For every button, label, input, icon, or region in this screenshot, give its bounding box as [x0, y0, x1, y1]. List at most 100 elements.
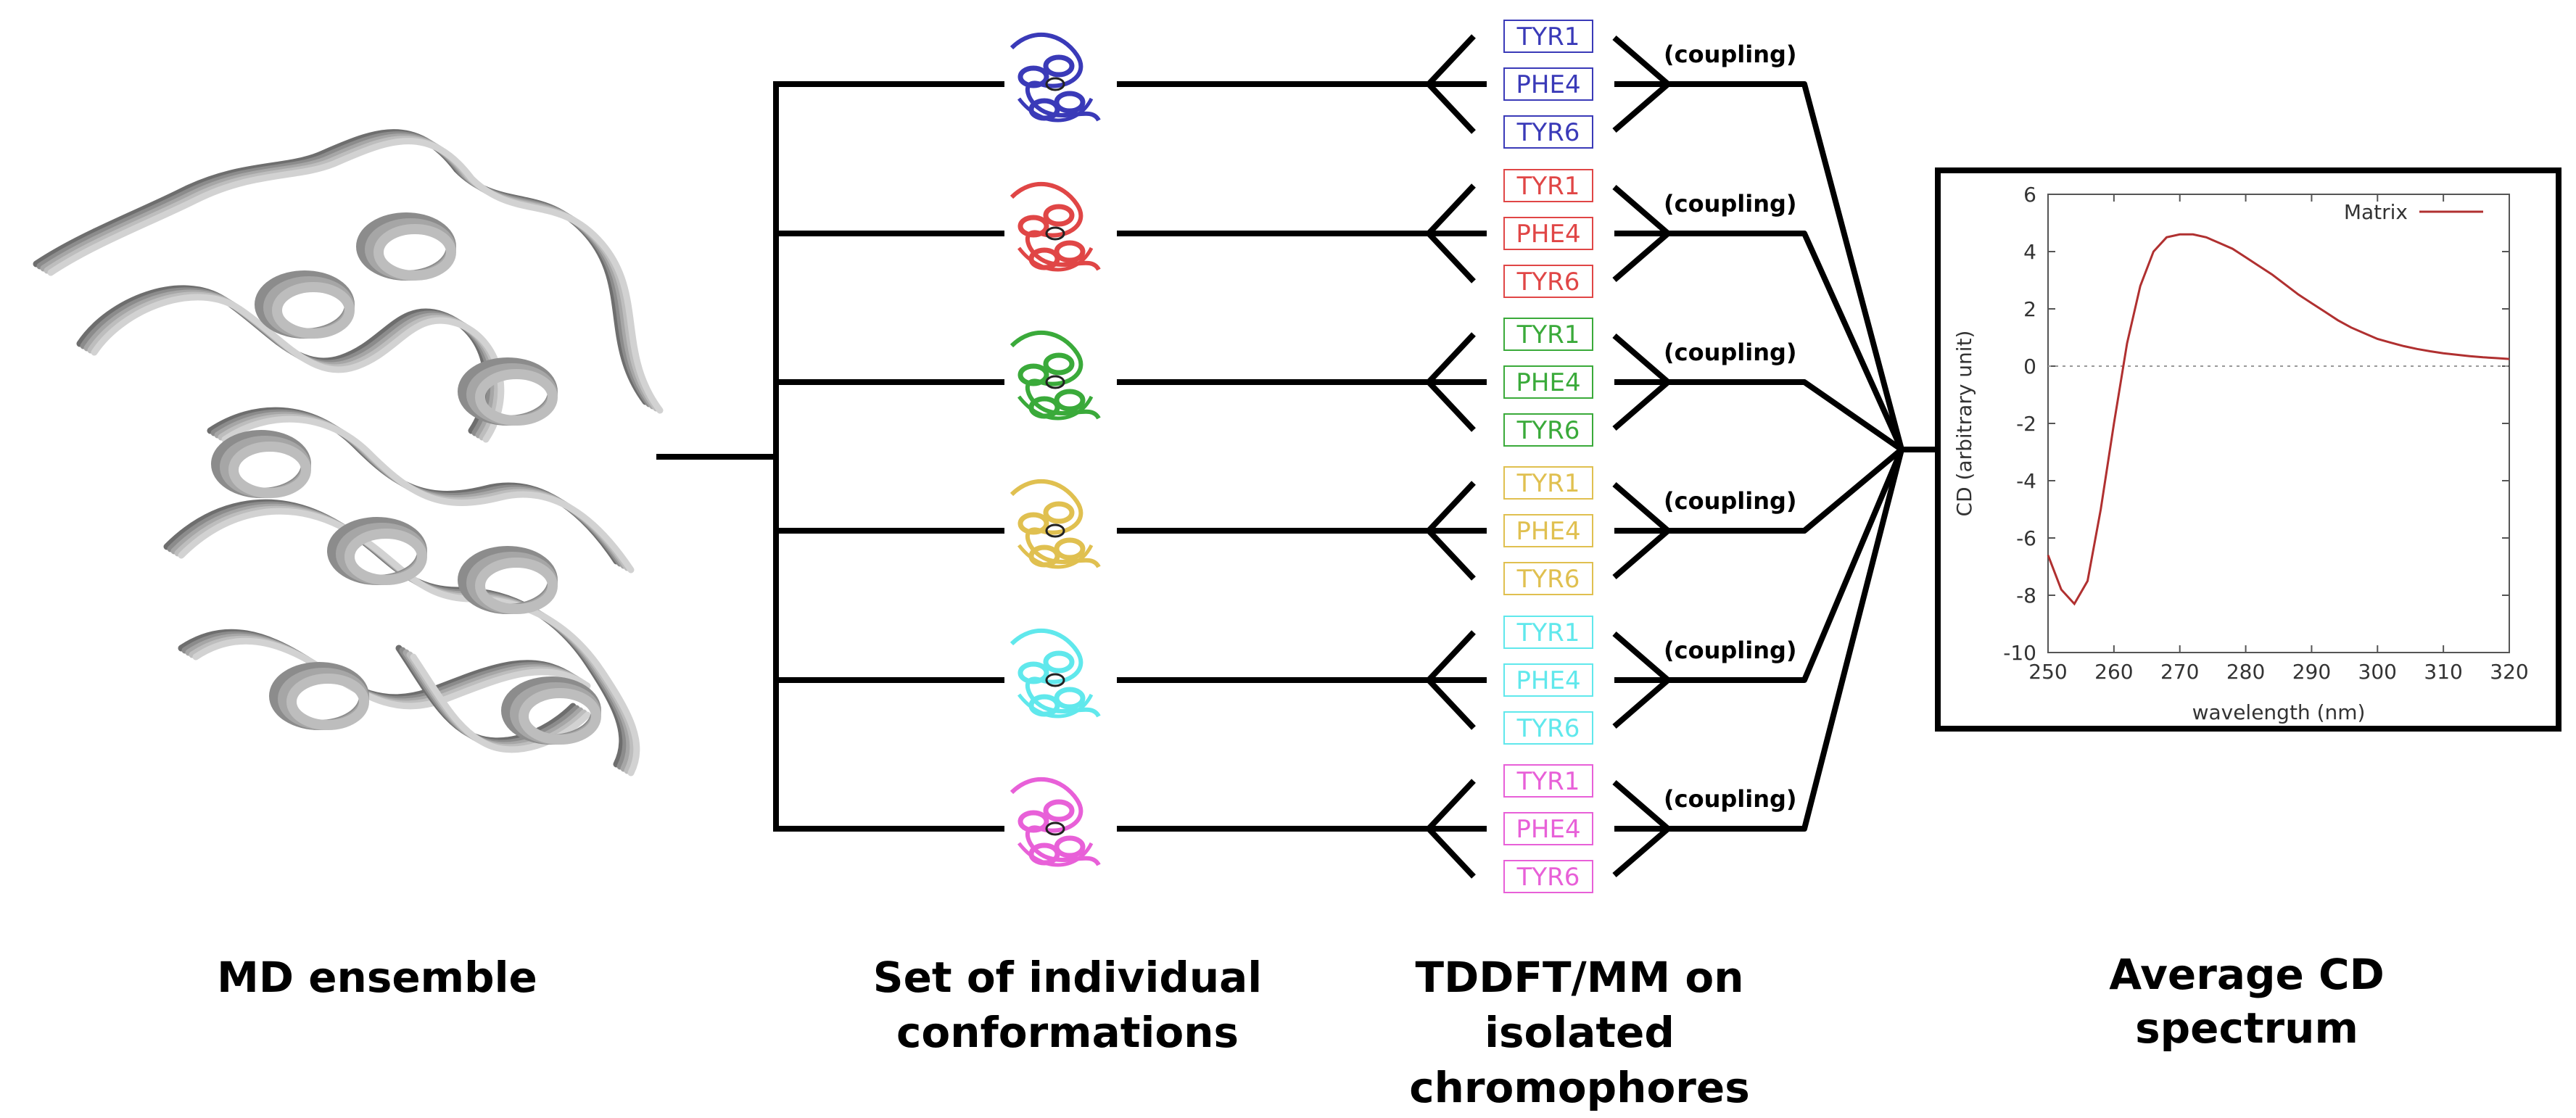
merge-arm [1612, 81, 1670, 133]
residue-box [1503, 514, 1593, 547]
y-tick-label: 2 [2023, 297, 2036, 321]
merge-arm [1612, 379, 1670, 431]
residue-box [1503, 169, 1593, 202]
merge-arm [1612, 677, 1670, 729]
residue-box [1503, 318, 1593, 351]
residue-label: PHE4 [1516, 70, 1580, 99]
thumbnail-helix [1054, 389, 1086, 412]
thumbnail-strand [1017, 693, 1094, 719]
y-axis-label: CD (arbitrary unit) [1952, 331, 1976, 517]
thumbnail-helix [1043, 650, 1075, 674]
caption-average-2: spectrum [2135, 1003, 2358, 1053]
ensemble-strand [47, 138, 664, 414]
x-tick-label: 300 [2358, 660, 2397, 684]
fork-arm [1427, 380, 1476, 432]
merge-arm [1612, 231, 1670, 283]
caption-tddft-1: TDDFT/MM on [1416, 953, 1744, 1002]
merge-arm [1612, 35, 1670, 87]
thumbnail-helix [1043, 204, 1075, 227]
residue-label: PHE4 [1516, 220, 1580, 249]
fork-arm [1427, 231, 1476, 283]
fork-arm [1427, 34, 1476, 86]
thumbnail-helix [1028, 247, 1060, 270]
thumbnail-helix [1043, 54, 1075, 78]
merge-arm [1612, 528, 1670, 580]
y-tick-label: -10 [2003, 641, 2036, 665]
thumbnail-helix [1054, 687, 1086, 710]
merge-arm [1612, 826, 1670, 878]
md-ensemble-protein-image [33, 129, 664, 777]
fork-arm [1427, 481, 1476, 533]
residue-label: TYR6 [1516, 416, 1580, 445]
residue-label: TYR1 [1516, 618, 1580, 647]
caption-average-1: Average CD [2109, 950, 2384, 999]
x-axis-label: wavelength (nm) [2192, 700, 2366, 724]
residue-label: PHE4 [1516, 368, 1580, 397]
thumbnail-helix [1028, 396, 1060, 419]
caption-conformations-1: Set of individual [873, 953, 1262, 1002]
y-tick-label: -8 [2016, 584, 2036, 608]
residue-label: TYR6 [1516, 863, 1580, 892]
thumbnail-core [1045, 523, 1065, 538]
fork-arm [1427, 678, 1476, 730]
y-tick-label: 6 [2023, 183, 2036, 207]
ensemble-helix [286, 674, 369, 730]
ensemble-helix [475, 369, 558, 426]
residue-label: PHE4 [1516, 666, 1580, 695]
thumbnail-core [1045, 673, 1065, 687]
conformation-thumbnail [1010, 182, 1101, 272]
hub-line [1668, 231, 1904, 451]
coupling-label: (coupling) [1664, 41, 1797, 68]
residue-label: TYR6 [1516, 268, 1580, 297]
thumbnail-helix [1043, 799, 1075, 822]
fork-arm [1427, 332, 1476, 384]
coupling-label: (coupling) [1664, 339, 1797, 366]
residue-label: PHE4 [1516, 815, 1580, 844]
residue-box [1503, 265, 1593, 298]
residue-box [1503, 663, 1593, 697]
coupling-label: (coupling) [1664, 785, 1797, 813]
residue-label: TYR6 [1516, 565, 1580, 594]
thumbnail-helix [1054, 91, 1086, 114]
captions: MD ensemble Set of individual conformati… [217, 950, 2385, 1112]
thumbnail-core [1045, 821, 1065, 836]
merge-arm [1612, 333, 1670, 385]
thumbnail-helix [1028, 842, 1060, 866]
ensemble-helix [344, 529, 427, 585]
legend-label: Matrix [2344, 200, 2408, 224]
coupling-label: (coupling) [1664, 637, 1797, 664]
hub-line [1668, 81, 1904, 451]
x-tick-label: 290 [2292, 660, 2331, 684]
x-tick-label: 250 [2028, 660, 2067, 684]
thumbnail-helix [1017, 215, 1049, 238]
residue-label: TYR1 [1516, 172, 1580, 201]
hub-line [1668, 447, 1904, 534]
ensemble-strand [91, 294, 505, 443]
coupling-label: (coupling) [1664, 487, 1797, 515]
x-tick-label: 310 [2424, 660, 2462, 684]
thumbnail-helix [1017, 512, 1049, 535]
residue-box [1503, 365, 1593, 399]
ensemble-strand [178, 508, 640, 777]
thumbnail-strand [1017, 97, 1094, 123]
conformation-thumbnail [1010, 33, 1101, 123]
ensemble-helix [373, 224, 456, 281]
y-tick-label: -2 [2016, 412, 2036, 436]
caption-tddft-2: isolated [1485, 1008, 1675, 1057]
thumbnail-helix [1054, 537, 1086, 560]
thumbnail-core [1045, 77, 1065, 91]
thumbnail-helix [1017, 363, 1049, 386]
caption-tddft-3: chromophores [1409, 1063, 1750, 1112]
thumbnail-helix [1028, 694, 1060, 717]
residue-box [1503, 812, 1593, 845]
thumbnail-strand [1017, 247, 1094, 272]
residue-box [1503, 466, 1593, 500]
residue-box [1503, 764, 1593, 798]
coupling-label: (coupling) [1664, 190, 1797, 218]
conformation-rows: TYR1PHE4TYR6(coupling)TYR1PHE4TYR6(coupl… [1010, 20, 1797, 893]
merge-arm [1612, 779, 1670, 832]
residue-label: TYR1 [1516, 22, 1580, 51]
